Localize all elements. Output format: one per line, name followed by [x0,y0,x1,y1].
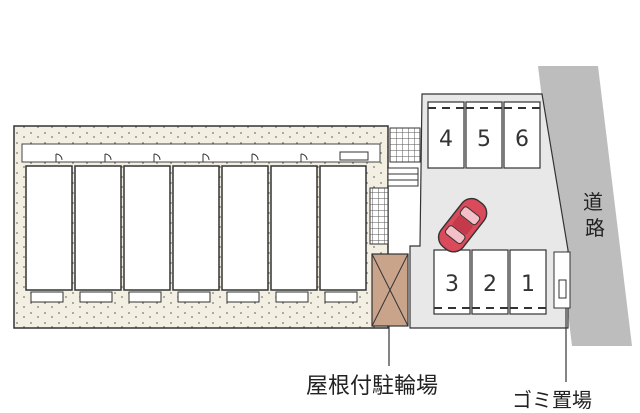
staircase-grid-side [369,187,389,245]
road-label-char-2: 路 [585,216,605,240]
unit [221,165,269,291]
unit-balcony [324,291,358,303]
unit [270,165,318,291]
unit-balcony [30,291,64,303]
unit-balcony [128,291,162,303]
unit-balcony [226,291,260,303]
bicycle-parking-label: 屋根付駐輪場 [306,374,439,399]
parking-space-label-6: 6 [515,127,529,152]
unit [123,165,171,291]
parking-space-label-4: 4 [439,127,453,152]
parking-space-label-5: 5 [477,127,491,152]
staircase-grid-top [389,127,421,163]
car-icon [437,197,488,253]
parking-space-label-2: 2 [483,272,497,297]
parking-space-2 [471,249,509,315]
unit [25,165,73,291]
parking-space-3 [433,249,471,315]
stairs [387,167,419,187]
unit-balcony [275,291,309,303]
unit [172,165,220,291]
garbage-area-label: ゴミ置場 [512,388,592,412]
parking-space-6 [503,101,541,169]
parking-space-1 [509,249,547,315]
bicycle-shed [371,253,409,327]
unit [319,165,367,291]
building-corridor [21,143,381,163]
site-plan-drawing: 4 5 6 3 2 1 [13,66,632,382]
garbage-bin [558,279,567,299]
parking-space-label-1: 1 [521,272,535,297]
road-label-char-1: 道 [583,190,603,214]
unit [74,165,122,291]
parking-space-label-3: 3 [445,272,459,297]
parking-spaces-top [427,101,541,169]
apartment-units [25,165,367,303]
unit-balcony [177,291,211,303]
parking-space-5 [465,101,503,169]
road [538,66,632,346]
unit-balcony [79,291,113,303]
parking-space-4 [427,101,465,169]
parking-spaces-bottom [433,249,547,315]
door-marks [55,151,369,162]
site-plan: 4 5 6 3 2 1 道 路 屋根付駐輪場 ゴミ置場 [13,66,632,412]
